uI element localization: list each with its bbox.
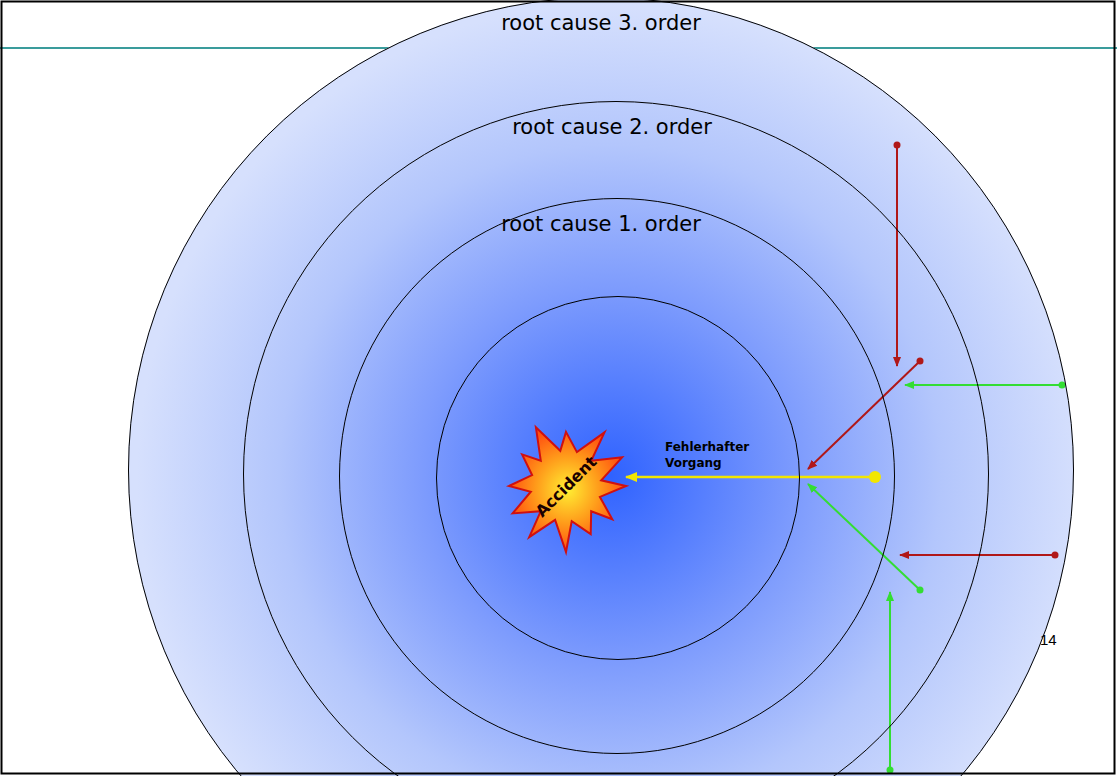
green-arrow [889, 592, 891, 770]
red-dot [1052, 552, 1059, 559]
circle-line [437, 297, 800, 660]
red-dot [917, 358, 924, 365]
red-arrow [808, 361, 920, 469]
green-dot [1059, 382, 1066, 389]
red-dot [894, 142, 901, 149]
influence-arrows [808, 142, 1066, 774]
process-arrow [626, 476, 869, 479]
accident-star: Accident [500, 420, 632, 552]
red-arrow [900, 554, 1055, 556]
process-dot [869, 471, 881, 483]
explosion-shape [509, 427, 626, 552]
circle-outline [339, 198, 895, 754]
circle-line [244, 102, 989, 776]
page-number: 14 [1040, 631, 1057, 648]
band-title: root cause 3. order [501, 11, 701, 35]
circle-line [340, 199, 895, 754]
gradient-disc [128, 0, 1074, 776]
red-arrow [896, 145, 898, 366]
circle-outline [243, 101, 989, 776]
band-title: root cause 2. order [512, 115, 712, 139]
band-title: root cause 1. order [501, 212, 701, 236]
green-arrow [905, 384, 1062, 386]
green-arrow [808, 484, 920, 590]
process-label: Fehlerhafter Vorgang [665, 439, 761, 471]
circle-outline [436, 296, 800, 660]
green-dot [887, 767, 894, 774]
circle-line [129, 0, 1074, 776]
green-dot [917, 587, 924, 594]
band-1: root cause 1. orderFehlerhafter Vorgang A… [339, 198, 895, 754]
band-3: root cause 3. orderroot cause 2. orderro… [128, 0, 1074, 776]
inner-circle: Fehlerhafter Vorgang Accident [436, 296, 800, 660]
band-2: root cause 2. order root cause 1. orderFe… [243, 101, 989, 776]
